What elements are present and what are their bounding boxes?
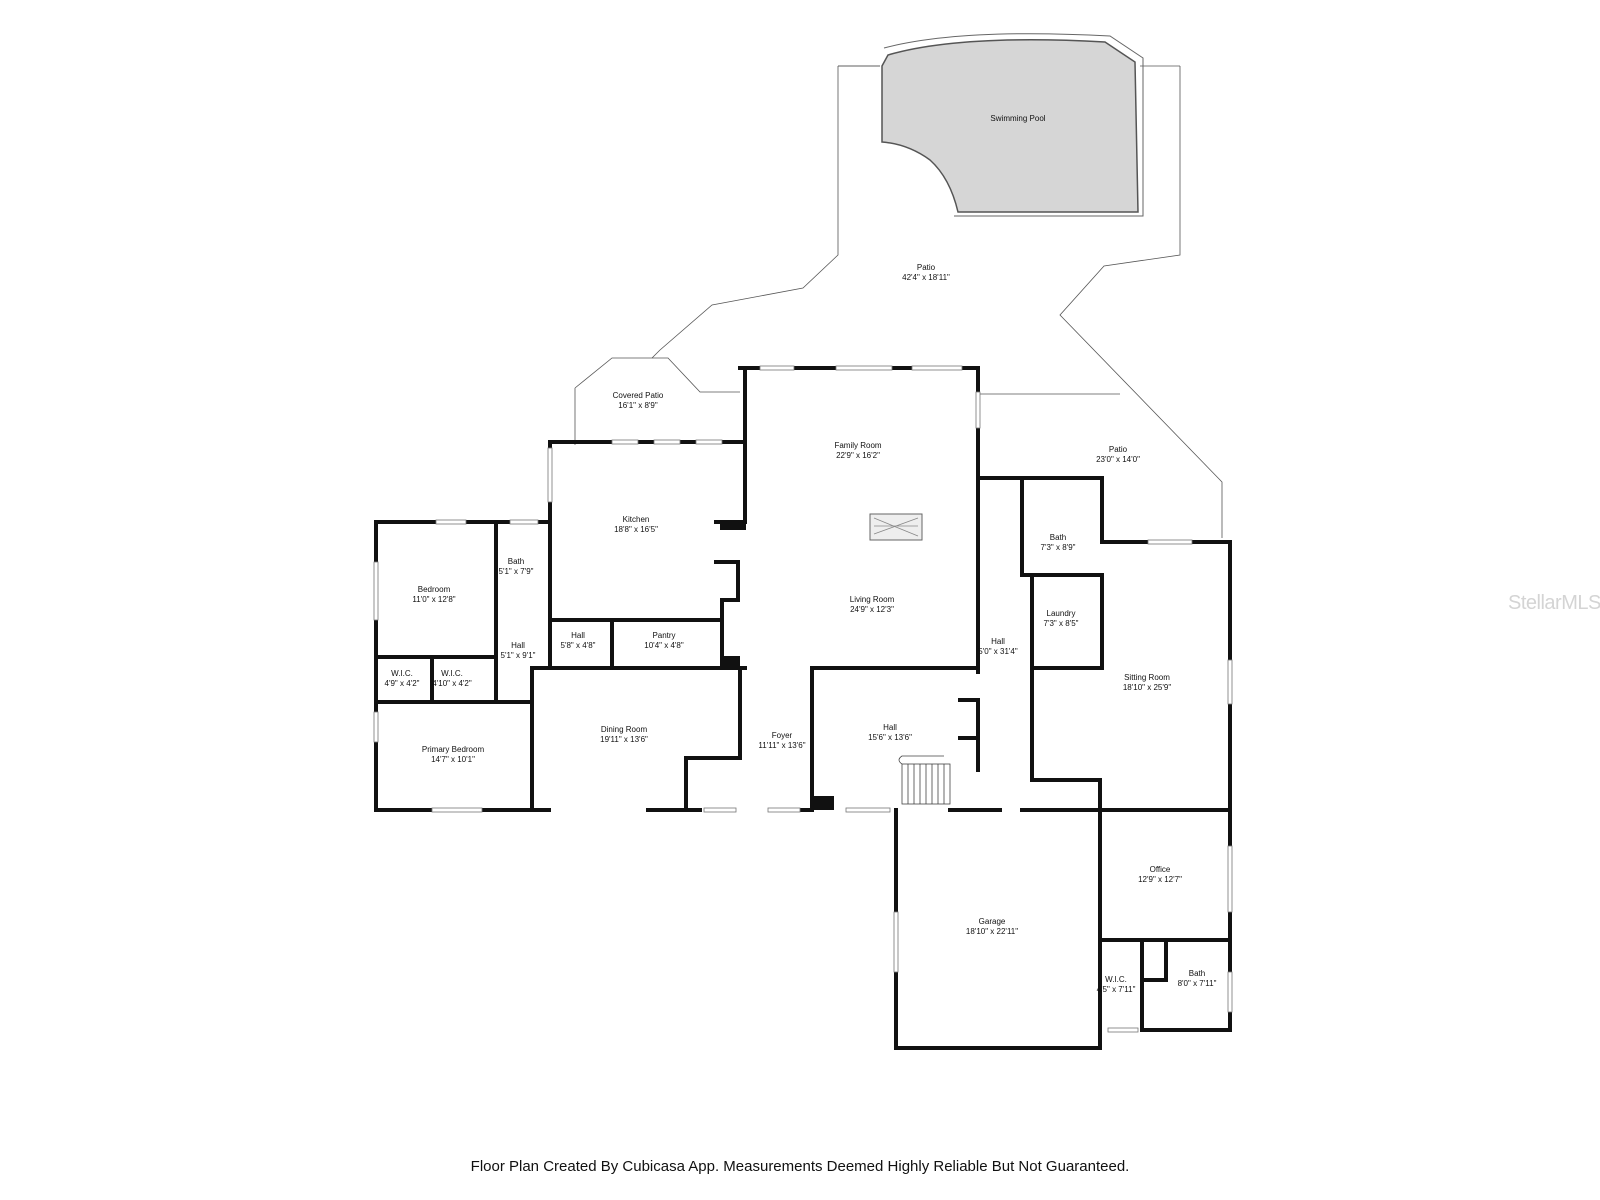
staircase (898, 755, 951, 805)
room-name-bath1: Bath (508, 557, 524, 566)
room-name-wic3: W.I.C. (1105, 975, 1127, 984)
room-size-bedroom: 11'0" x 12'8" (412, 595, 455, 604)
exterior-walls (374, 366, 1232, 1050)
room-name-bath2: Bath (1050, 533, 1066, 542)
room-name-pool: Swimming Pool (990, 114, 1045, 123)
room-size-hall_east: 5'0" x 31'4" (978, 647, 1018, 656)
room-size-laundry: 7'3" x 8'5" (1044, 619, 1079, 628)
room-size-office: 12'9" x 12'7" (1138, 875, 1182, 884)
room-size-patio_main: 42'4" x 18'11" (902, 273, 950, 282)
room-name-hall_center: Hall (883, 723, 897, 732)
room-name-family: Family Room (834, 441, 881, 450)
covered-patio-outline (574, 357, 740, 445)
room-size-hall_center: 15'6" x 13'6" (868, 733, 912, 742)
room-name-office: Office (1150, 865, 1171, 874)
windows (373, 365, 1233, 1033)
room-size-sitting: 18'10" x 25'9" (1123, 683, 1171, 692)
room-size-bath2: 7'3" x 8'9" (1041, 543, 1076, 552)
room-size-dining: 19'11" x 13'6" (600, 735, 648, 744)
room-size-pantry: 10'4" x 4'8" (644, 641, 684, 650)
room-name-patio_side: Patio (1109, 445, 1128, 454)
room-name-hall_west: Hall (511, 641, 525, 650)
swimming-pool (881, 39, 1139, 213)
room-size-wic1: 4'9" x 4'2" (385, 679, 420, 688)
room-name-wic1: W.I.C. (391, 669, 413, 678)
room-size-wic2: 4'10" x 4'2" (432, 679, 472, 688)
room-size-foyer: 11'11" x 13'6" (758, 741, 805, 750)
room-name-primary: Primary Bedroom (422, 745, 485, 754)
room-name-living: Living Room (850, 595, 895, 604)
room-name-hall_small: Hall (571, 631, 585, 640)
room-size-covered_patio: 16'1" x 8'9" (618, 401, 658, 410)
room-size-bath1: 5'1" x 7'9" (499, 567, 534, 576)
room-name-hall_east: Hall (991, 637, 1005, 646)
room-name-bedroom: Bedroom (418, 585, 451, 594)
room-name-bath3: Bath (1189, 969, 1205, 978)
room-size-kitchen: 18'8" x 16'5" (614, 525, 658, 534)
room-name-sitting: Sitting Room (1124, 673, 1170, 682)
watermark-logo: StellarMLS (1508, 592, 1600, 614)
room-name-laundry: Laundry (1047, 609, 1076, 618)
room-size-living: 24'9" x 12'3" (850, 605, 894, 614)
room-name-kitchen: Kitchen (623, 515, 650, 524)
room-name-pantry: Pantry (652, 631, 675, 640)
room-size-garage: 18'10" x 22'11" (966, 927, 1018, 936)
room-size-patio_side: 23'0" x 14'0" (1096, 455, 1140, 464)
room-size-family: 22'9" x 16'2" (836, 451, 880, 460)
room-size-bath3: 8'0" x 7'11" (1178, 979, 1217, 988)
room-name-wic2: W.I.C. (441, 669, 463, 678)
room-name-patio_main: Patio (917, 263, 936, 272)
room-name-covered_patio: Covered Patio (613, 391, 664, 400)
room-size-wic3: 4'5" x 7'11" (1097, 985, 1136, 994)
room-size-hall_west: 5'1" x 9'1" (501, 651, 536, 660)
patio-boundary (651, 66, 1223, 538)
footer-disclaimer: Floor Plan Created By Cubicasa App. Meas… (470, 1158, 1130, 1175)
room-size-primary: 14'7" x 10'1" (431, 755, 475, 764)
room-size-hall_small: 5'8" x 4'8" (561, 641, 596, 650)
room-name-dining: Dining Room (601, 725, 648, 734)
room-name-garage: Garage (979, 917, 1006, 926)
room-name-foyer: Foyer (772, 731, 793, 740)
